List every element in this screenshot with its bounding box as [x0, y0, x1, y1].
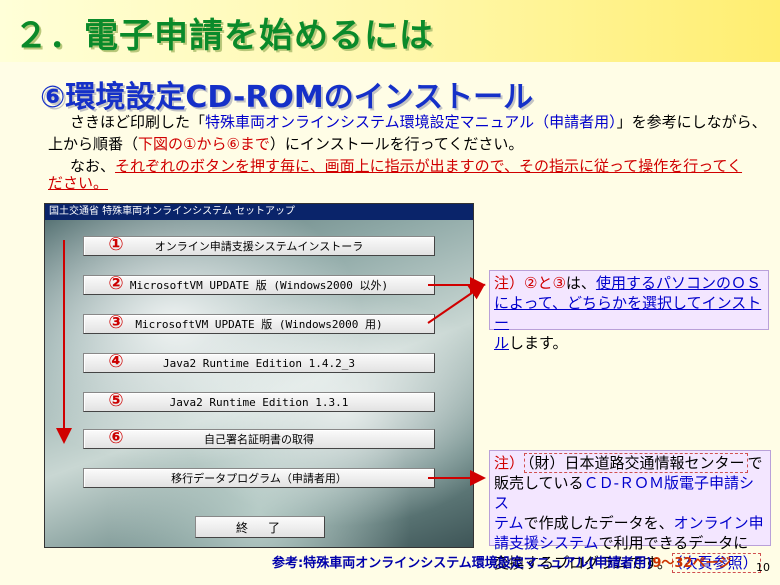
step-number-1: ①: [108, 234, 124, 255]
step-number-6: ⑥: [108, 427, 124, 448]
instruction-highlight: それぞれのボタンを押す毎に、画面上に指示が出ますので、その指示に従って操作を行っ…: [115, 157, 743, 175]
intro-text: さきほど印刷した「: [70, 113, 206, 131]
note-text: 変換するプログラムです。: [494, 554, 673, 572]
migration-program-button[interactable]: 移行データプログラム（申請者用）: [83, 468, 435, 488]
page-title: ２．電子申請を始めるには: [14, 16, 434, 56]
reference-pages: 9～32: [652, 556, 693, 571]
note-text: 販売している: [494, 474, 584, 492]
order-highlight: 下図の①から⑥まで: [138, 135, 270, 153]
setup-window-titlebar: 国土交通省 特殊車両オンラインシステム セットアップ: [45, 204, 473, 220]
note-highlight: 請支援システム: [494, 534, 599, 552]
step-number-5: ⑤: [108, 390, 124, 411]
intro-line-3: なお、それぞれのボタンを押す毎に、画面上に指示が出ますので、その指示に従って操作…: [70, 155, 742, 177]
intro-text: ）にインストールを行ってください。: [269, 135, 524, 153]
reference-text: 参考:特殊車両オンラインシステム環境設定マニュアル(申請者用): [272, 556, 653, 571]
exit-button[interactable]: 終 了: [195, 516, 325, 538]
reference-suffix: ページ: [692, 556, 732, 571]
note1-arrow-bottom: [427, 283, 486, 324]
setup-window: 国土交通省 特殊車両オンラインシステム セットアップ オンライン申請支援システム…: [44, 203, 474, 548]
note-migration-program: 注）（財）日本道路交通情報センターで 販売しているＣＤ-ＲＯＭ版電子申請シス テ…: [489, 450, 771, 573]
step-number-2: ②: [108, 273, 124, 294]
intro-text: なお、: [70, 157, 116, 175]
note-prefix: 注）: [494, 454, 525, 472]
install-button-5[interactable]: Java2 Runtime Edition 1.3.1: [83, 392, 435, 412]
note-step-numbers: ②と③: [524, 274, 566, 292]
intro-line-2: 上から順番（下図の①から⑥まで）にインストールを行ってください。: [48, 133, 523, 155]
note-text: は、: [565, 274, 596, 292]
install-button-3[interactable]: MicrosoftVM UPDATE 版 (Windows2000 用): [83, 314, 435, 334]
note-text: で: [747, 454, 763, 472]
note-text: します。: [509, 334, 568, 352]
note-highlight: 使用するパソコンのＯＳ: [595, 274, 761, 292]
note-os-selection: 注）②と③は、使用するパソコンのＯＳ によって、どちらかを選択してインストー ル…: [489, 270, 769, 352]
note-highlight: テム: [494, 514, 524, 532]
title-band: [0, 0, 780, 62]
note-text: で利用できるデータに: [598, 534, 749, 552]
note-highlight: オンライン申: [673, 514, 764, 532]
step-number-4: ④: [108, 351, 124, 372]
next-page-reference: （次頁参照）: [672, 553, 761, 573]
intro-text: 」を参考にしながら、: [616, 113, 767, 131]
manual-reference: 参考:特殊車両オンラインシステム環境設定マニュアル(申請者用)9～32ページ: [272, 552, 731, 571]
install-button-4[interactable]: Java2 Runtime Edition 1.4.2_3: [83, 353, 435, 373]
step-number-3: ③: [108, 312, 124, 333]
install-button-1[interactable]: オンライン申請支援システムインストーラ: [83, 236, 435, 256]
note-organization: （財）日本道路交通情報センター: [524, 453, 748, 473]
intro-text: 上から順番（: [48, 135, 139, 153]
note-highlight: ル: [494, 334, 510, 352]
intro-line-1: さきほど印刷した「特殊車両オンラインシステム環境設定マニュアル（申請者用）」を参…: [70, 111, 767, 133]
note-prefix: 注）: [494, 274, 525, 292]
page-number: 10: [756, 561, 770, 574]
note-highlight: ＣＤ-ＲＯＭ版電子申請シス: [494, 474, 754, 512]
note-text: で作成したデータを、: [523, 514, 674, 532]
section-subtitle: ⑥環境設定CD-ROMのインストール: [40, 80, 534, 115]
instruction-highlight: ださい。: [48, 174, 109, 192]
manual-name: 特殊車両オンラインシステム環境設定マニュアル（申請者用）: [205, 113, 617, 131]
note-highlight: によって、どちらかを選択してインストー: [494, 294, 762, 332]
install-button-6[interactable]: 自己署名証明書の取得: [83, 429, 435, 449]
intro-line-4: ださい。: [48, 172, 108, 194]
